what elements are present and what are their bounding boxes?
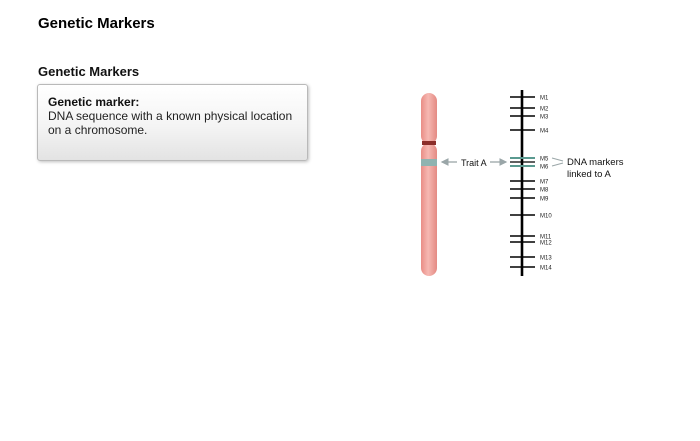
linked-label-line1: DNA markers bbox=[567, 157, 624, 168]
marker-label-m12: M12 bbox=[540, 241, 552, 247]
centromere-band bbox=[422, 141, 436, 145]
marker-label-m4: M4 bbox=[540, 129, 549, 135]
chromosome bbox=[421, 93, 437, 276]
definition-box: Genetic marker: DNA sequence with a know… bbox=[37, 84, 308, 161]
linked-arrow-upper bbox=[551, 157, 564, 162]
linked-label-line2: linked to A bbox=[567, 169, 611, 180]
marker-label-m8: M8 bbox=[540, 188, 549, 194]
marker-label-m3: M3 bbox=[540, 115, 549, 121]
marker-label-m10: M10 bbox=[540, 214, 552, 220]
linked-markers-annotation: DNA markers linked to A bbox=[551, 157, 624, 180]
marker-label-m1: M1 bbox=[540, 96, 549, 102]
chromosome-upper-arm bbox=[421, 93, 437, 144]
linked-arrow-lower bbox=[551, 162, 564, 167]
marker-label-m11: M11 bbox=[540, 235, 552, 241]
marker-label-m13: M13 bbox=[540, 256, 552, 262]
definition-text: DNA sequence with a known physical locat… bbox=[48, 109, 293, 137]
trait-label: Trait A bbox=[461, 158, 487, 168]
definition-term: Genetic marker: bbox=[48, 95, 140, 109]
trait-annotation: Trait A bbox=[440, 158, 508, 168]
marker-label-m6: M6 bbox=[540, 165, 549, 171]
marker-label-m2: M2 bbox=[540, 107, 549, 113]
marker-label-m5: M5 bbox=[540, 157, 549, 163]
marker-label-m7: M7 bbox=[540, 180, 549, 186]
marker-label-m9: M9 bbox=[540, 197, 549, 203]
section-title: Genetic Markers bbox=[38, 64, 140, 79]
trait-a-band bbox=[421, 159, 437, 166]
chromosome-lower-arm bbox=[421, 143, 437, 276]
page-title: Genetic Markers bbox=[38, 15, 155, 32]
marker-label-m14: M14 bbox=[540, 266, 552, 272]
